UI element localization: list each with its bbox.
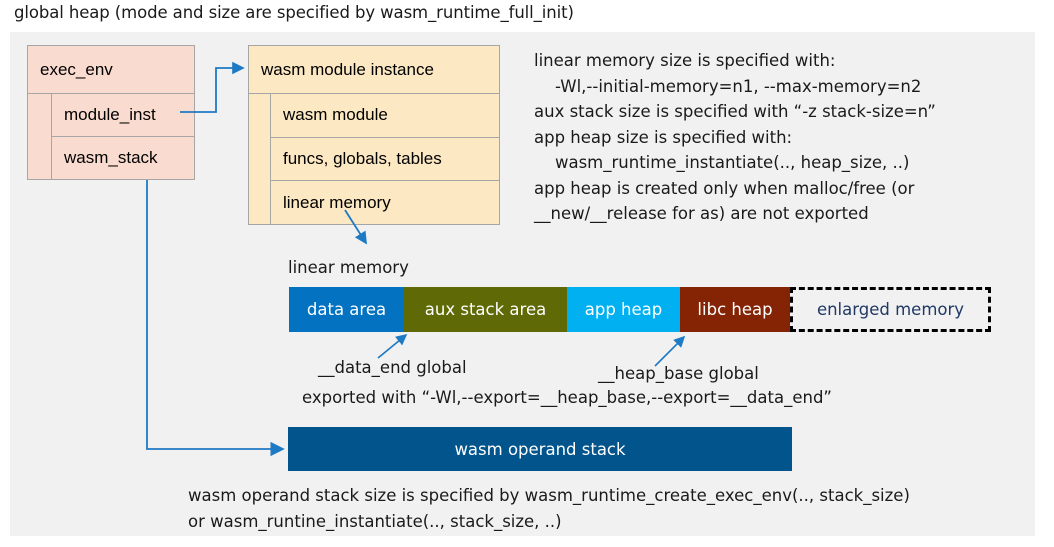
linear-memory-bar-label: linear memory <box>288 258 409 277</box>
module-instance-row-wasm-module: wasm module <box>271 94 499 138</box>
annotation-exported: exported with “-Wl,--export=__heap_base,… <box>302 388 832 407</box>
module-instance-row-funcs-globals-tables: funcs, globals, tables <box>271 138 499 182</box>
memory-segment-enlarged-memory: enlarged memory <box>790 287 991 332</box>
page-title: global heap (mode and size are specified… <box>14 3 574 22</box>
module-instance-header: wasm module instance <box>249 46 499 94</box>
exec-env-gutter <box>28 94 52 179</box>
memory-segment-libc-heap: libc heap <box>680 287 790 332</box>
module-instance-row-linear-memory: linear memory <box>283 192 391 212</box>
exec-env-header: exec_env <box>28 46 194 94</box>
exec-env-box: exec_env module_inst wasm_stack <box>27 45 195 180</box>
annotation-heap-base: __heap_base global <box>598 364 759 383</box>
exec-env-row-wasm-stack: wasm_stack <box>64 148 158 167</box>
linear-memory-note: linear memory size is specified with: -W… <box>534 51 936 223</box>
module-instance-body: wasm module funcs, globals, tables linea… <box>249 94 499 224</box>
wasm-module-instance-box: wasm module instance wasm module funcs, … <box>248 45 500 225</box>
memory-segment-data-area: data area <box>289 287 404 332</box>
exec-env-body: module_inst wasm_stack <box>28 94 194 179</box>
exec-env-rows: module_inst wasm_stack <box>52 94 194 179</box>
memory-segment-aux-stack-area: aux stack area <box>404 287 567 332</box>
annotation-data-end: __data_end global <box>318 358 467 377</box>
operand-stack-note: wasm operand stack size is specified by … <box>188 486 910 531</box>
module-instance-rows: wasm module funcs, globals, tables linea… <box>271 94 499 224</box>
module-instance-gutter <box>249 94 271 224</box>
memory-segment-app-heap: app heap <box>567 287 680 332</box>
exec-env-row-module-inst: module_inst <box>52 94 194 137</box>
wasm-operand-stack-box: wasm operand stack <box>288 427 792 471</box>
